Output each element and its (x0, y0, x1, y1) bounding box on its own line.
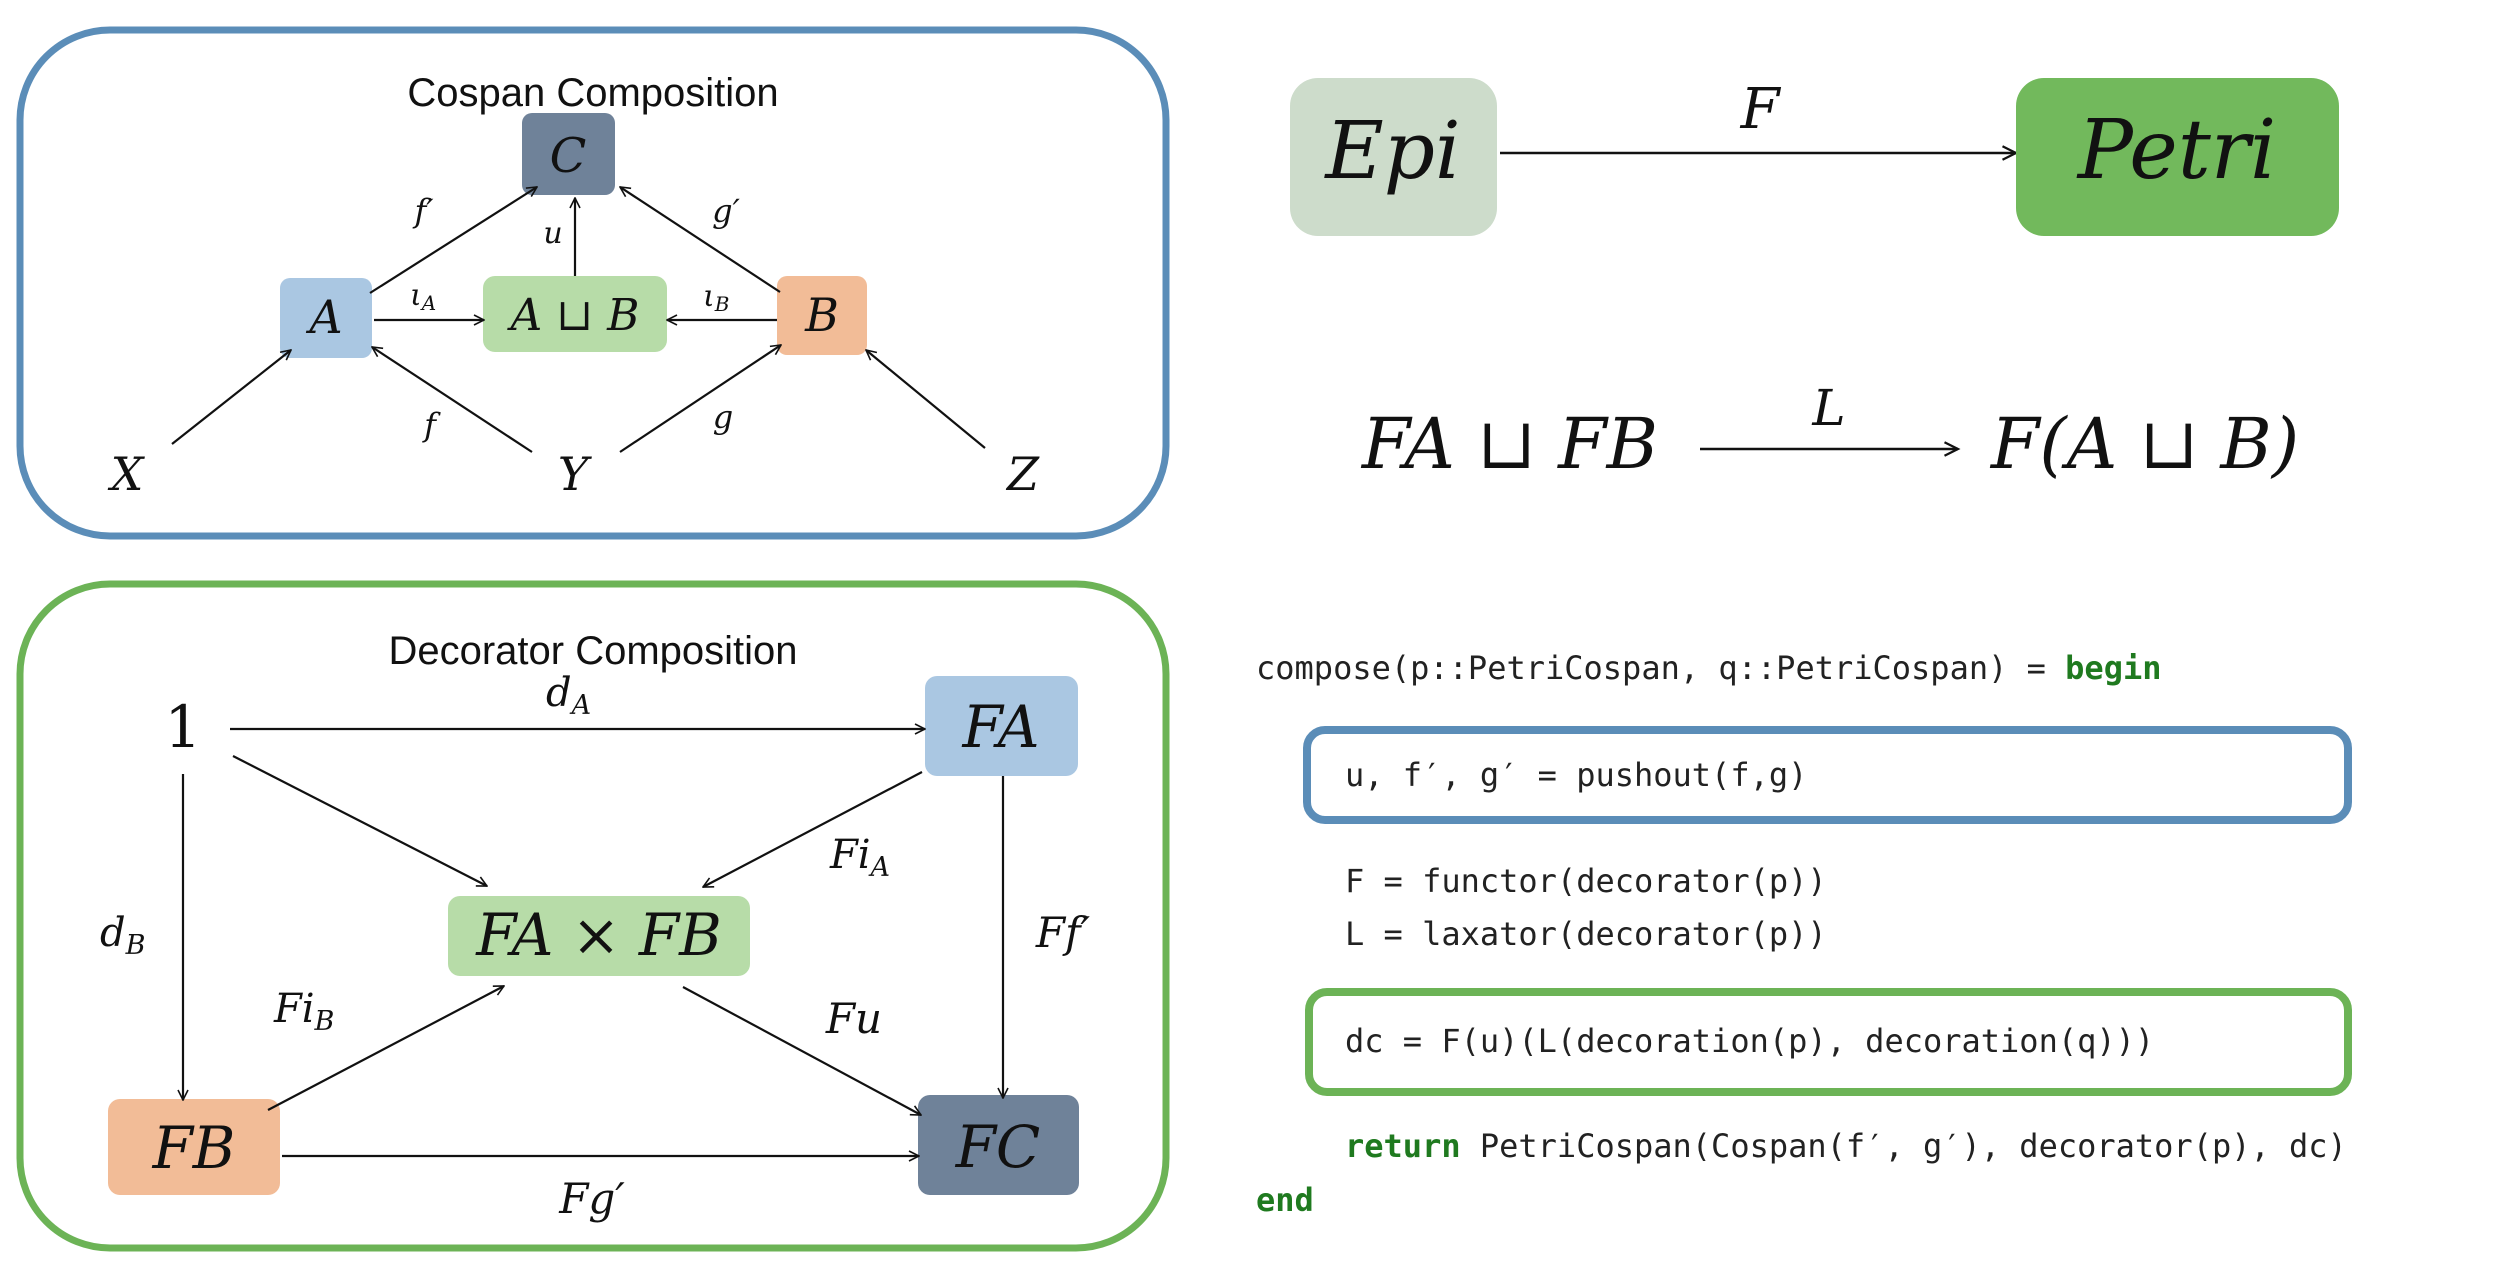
node-b: B (804, 288, 839, 342)
node-z: Z (1005, 447, 1040, 501)
label-fi-b: FiB (273, 986, 334, 1037)
code-line-end: end (1256, 1181, 1314, 1219)
epi-box (1290, 78, 1497, 236)
label-f-prime: f′ (412, 192, 434, 230)
functor-diagram: Epi F Petri (1290, 77, 2339, 236)
arrow-g-prime (620, 187, 781, 293)
code-line-pushout: u, f′, g′ = pushout(f,g) (1345, 756, 1807, 794)
code-box-decoration (1305, 988, 2352, 1096)
label-iota-b: ιB (703, 279, 729, 316)
code-line-laxator: L = laxator(decorator(p)) (1345, 915, 1827, 953)
laxator-source: FA ⊔ FB (1360, 403, 1658, 485)
label-f: f (422, 406, 441, 444)
node-b-box (777, 276, 867, 355)
arrow-fi-b (267, 985, 504, 1111)
laxator-arrow-label: L (1811, 379, 1845, 437)
code-line-return: return PetriCospan(Cospan(f′, g′), decor… (1345, 1127, 2347, 1165)
decorator-panel: Decorator Composition 1 FA FA × FB FB FC… (16, 580, 1170, 1252)
code-line-decoration: dc = F(u)(L(decoration(p), decoration(q)… (1345, 1022, 2154, 1060)
node-a-box (280, 278, 372, 358)
cospan-frame (16, 26, 1170, 540)
decorator-frame (16, 580, 1170, 1252)
code-block: compose(p::PetriCospan, q::PetriCospan) … (1256, 649, 2352, 1219)
laxator-target: F(A ⊔ B) (1989, 403, 2299, 485)
label-d-a: dA (546, 670, 591, 721)
node-c-box (522, 113, 615, 195)
code-box-pushout (1303, 726, 2352, 824)
node-a-coprod-b: A ⊔ B (507, 290, 640, 341)
node-fa-times-fb-box (448, 896, 750, 976)
label-g-prime: g′ (712, 192, 740, 230)
node-fa-times-fb: FA × FB (475, 901, 721, 969)
label-ff-prime: Ff′ (1035, 908, 1091, 957)
label-fg-prime: Fg′ (558, 1174, 625, 1223)
epi-label: Epi (1323, 104, 1460, 197)
code-line-compose: compose(p::PetriCospan, q::PetriCospan) … (1256, 649, 2161, 687)
label-iota-a: ιA (410, 278, 436, 315)
node-a-coprod-b-box (483, 276, 667, 352)
label-u: u (543, 216, 562, 251)
node-fb-box (108, 1099, 280, 1195)
arrow-g (619, 345, 781, 453)
arrow-fu (682, 986, 921, 1116)
label-fi-a: FiA (829, 832, 890, 883)
arrow-one-to-product (232, 755, 487, 887)
decorator-title: Decorator Composition (388, 629, 797, 673)
petri-label: Petri (2076, 103, 2276, 198)
label-d-b: dB (100, 910, 145, 961)
label-fu: Fu (825, 994, 882, 1043)
node-fa: FA (961, 693, 1039, 761)
node-fc: FC (955, 1113, 1041, 1181)
node-x: X (108, 447, 146, 501)
petri-box (2016, 78, 2339, 236)
laxator-diagram: FA ⊔ FB L F(A ⊔ B) (1360, 379, 2299, 485)
cospan-panel: Cospan Composition C A A ⊔ B B X Y Z f′ … (16, 26, 1170, 540)
functor-arrow-label: F (1740, 77, 1782, 142)
node-fa-box (925, 676, 1078, 776)
arrow-f (372, 347, 533, 453)
arrow-f-prime (369, 187, 537, 294)
node-y: Y (558, 447, 593, 501)
node-fb: FB (152, 1114, 236, 1182)
arrow-x-to-a (171, 350, 291, 445)
node-fc-box (918, 1095, 1079, 1195)
code-line-functor: F = functor(decorator(p)) (1345, 862, 1827, 900)
node-c: C (550, 128, 587, 184)
node-a: A (305, 290, 342, 344)
cospan-title: Cospan Composition (407, 71, 778, 115)
node-one: 1 (165, 693, 202, 761)
label-g: g (713, 398, 733, 436)
arrow-fi-a (703, 771, 923, 888)
arrow-z-to-b (866, 350, 986, 449)
